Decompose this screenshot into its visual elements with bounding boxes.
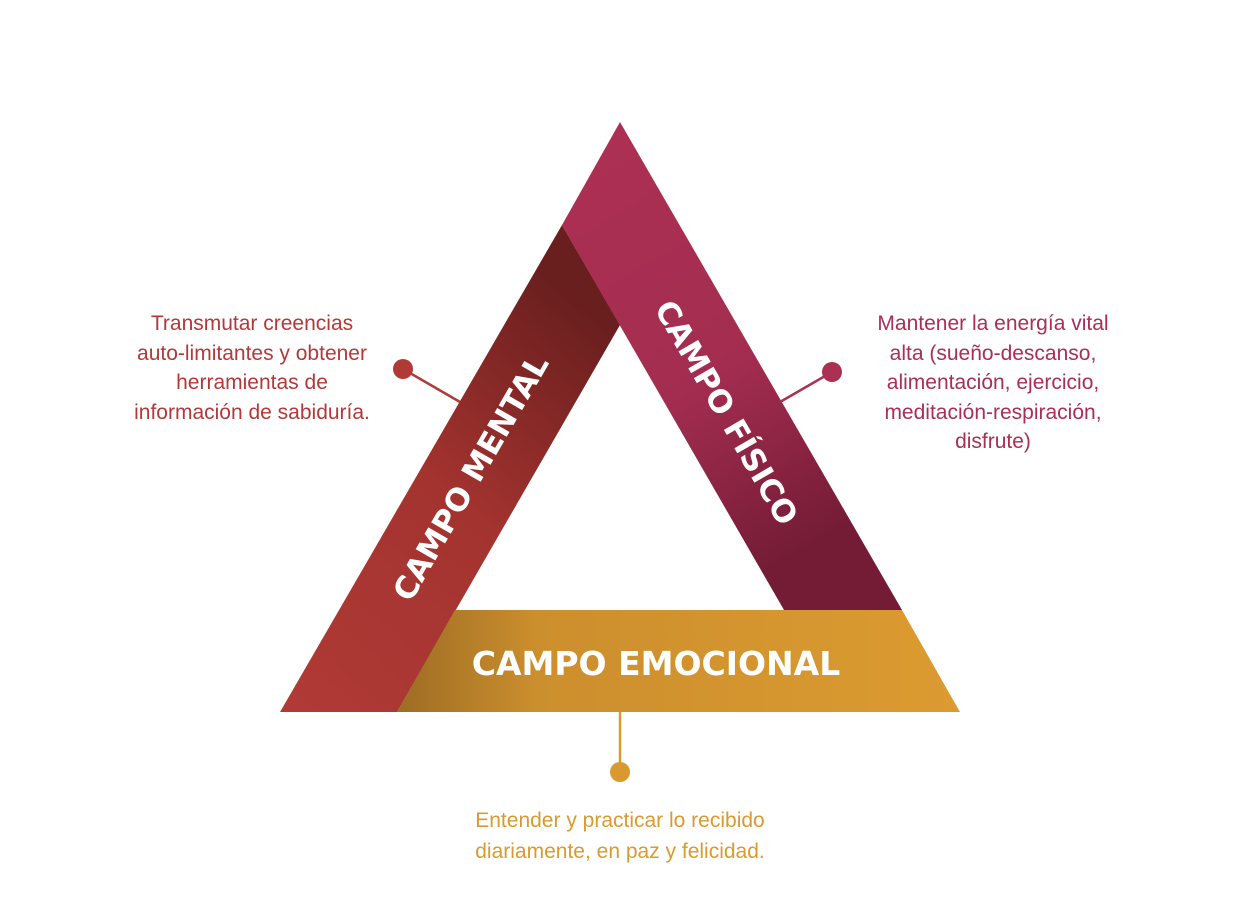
description-line: alta (sueño-descanso, <box>890 342 1097 365</box>
fisico-connector-line <box>779 370 833 404</box>
description-line: Transmutar creencias <box>151 312 353 335</box>
description-line: herramientas de <box>176 371 328 394</box>
description-line: auto-limitantes y obtener <box>137 342 367 365</box>
description-line: disfrute) <box>955 430 1031 453</box>
mental-connector-line <box>402 367 461 404</box>
emocional-connector-dot <box>610 762 630 782</box>
description-line: meditación-respiración, <box>884 401 1101 424</box>
mental-connector-dot <box>393 359 413 379</box>
fisico-connector-dot <box>822 362 842 382</box>
mental-description: Transmutar creencias auto-limitantes y o… <box>134 312 370 424</box>
campo-emocional-band <box>397 610 960 712</box>
campo-mental-band <box>280 225 620 712</box>
description-line: información de sabiduría. <box>134 401 370 424</box>
description-line: alimentación, ejercicio, <box>887 371 1099 394</box>
campo-fisico-band <box>562 122 902 610</box>
description-line: diariamente, en paz y felicidad. <box>475 840 765 863</box>
description-line: Mantener la energía vital <box>877 312 1108 335</box>
fisico-description: Mantener la energía vital alta (sueño-de… <box>877 312 1108 453</box>
emocional-description: Entender y practicar lo recibido diariam… <box>475 809 765 863</box>
description-line: Entender y practicar lo recibido <box>475 809 764 832</box>
campo-emocional-label: CAMPO EMOCIONAL <box>472 644 841 683</box>
